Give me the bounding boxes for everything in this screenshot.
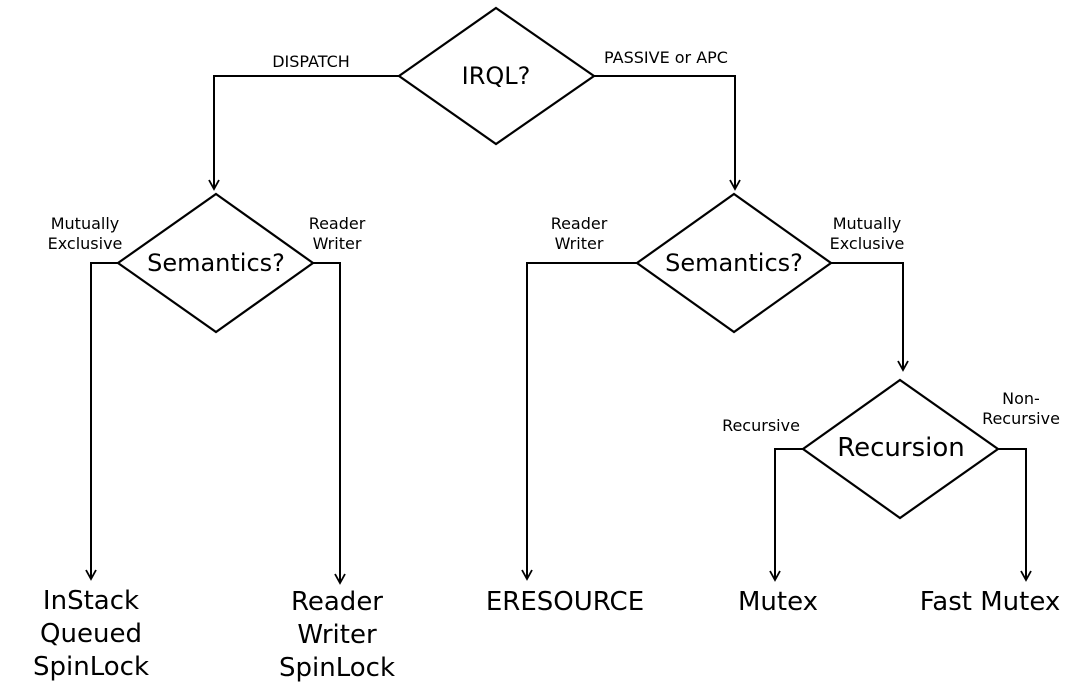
recursive-connector [769, 448, 803, 582]
recursion-decision-label: Recursion [837, 433, 965, 463]
dispatch-label: DISPATCH [272, 52, 350, 71]
recursive-label: Recursive [722, 416, 800, 435]
left-reader-writer-label: Reader Writer [308, 214, 366, 253]
fast-mutex-outcome: Fast Mutex [919, 587, 1061, 617]
irql-decision-label: IRQL? [461, 62, 531, 90]
semantics-right-decision-label: Semantics? [665, 249, 803, 277]
recursion-decision-shape [801, 378, 1000, 520]
right-reader-writer-label: Reader Writer [550, 214, 608, 253]
passive-apc-label: PASSIVE or APC [604, 48, 728, 67]
semantics-right-decision-shape [635, 192, 833, 334]
mutex-outcome: Mutex [737, 587, 819, 617]
semantics-left-decision-label: Semantics? [147, 249, 285, 277]
right-mutually-exclusive-connector [831, 262, 909, 372]
passive-apc-connector [594, 75, 741, 191]
right-reader-writer-connector [521, 262, 637, 581]
dispatch-connector [208, 75, 399, 191]
non-recursive-connector [998, 448, 1032, 582]
reader-writer-spinlock-outcome: Reader Writer SpinLock [279, 587, 395, 683]
left-mutually-exclusive-connector [85, 262, 118, 581]
left-reader-writer-connector [313, 262, 346, 585]
non-recursive-label: Non- Recursive [982, 389, 1060, 428]
instack-queued-spinlock-outcome: InStack Queued SpinLock [33, 586, 149, 682]
left-mutually-exclusive-label: Mutually Exclusive [47, 214, 123, 253]
eresource-outcome: ERESOURCE [485, 587, 645, 617]
irql-decision-shape [397, 6, 596, 146]
semantics-left-decision-shape [116, 192, 315, 334]
right-mutually-exclusive-label: Mutually Exclusive [829, 214, 905, 253]
